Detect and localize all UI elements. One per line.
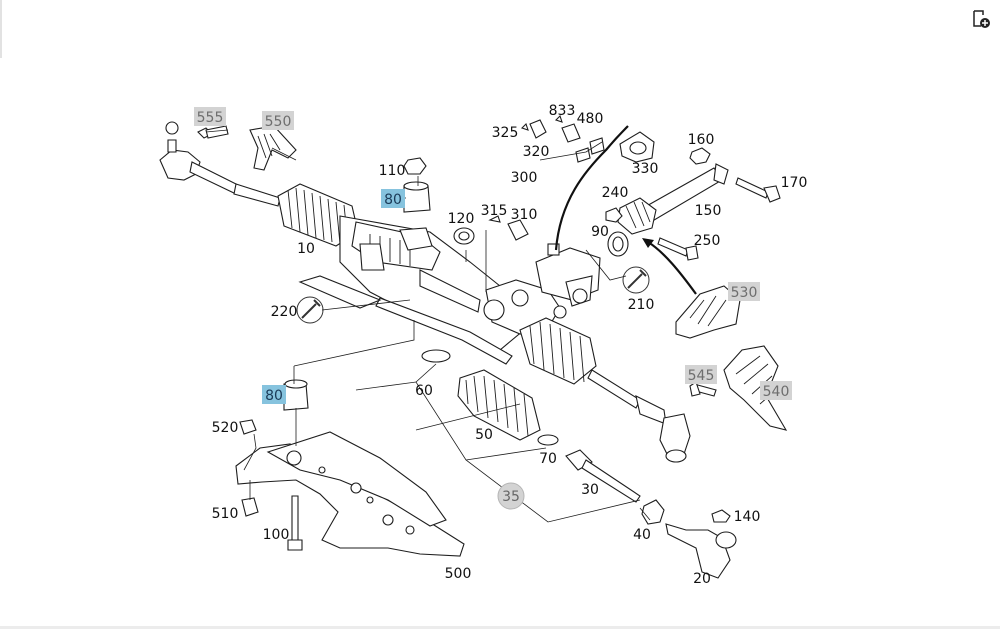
callout-555[interactable]: 555: [194, 107, 226, 126]
callout-545[interactable]: 545: [685, 365, 717, 384]
label-325[interactable]: 325: [492, 125, 519, 141]
bolt-555-drawing: [197, 125, 229, 139]
add-to-cart-icon: [973, 10, 990, 28]
svg-text:550: 550: [265, 114, 292, 130]
label-20[interactable]: 20: [693, 571, 711, 587]
label-480[interactable]: 480: [577, 111, 604, 127]
svg-text:80: 80: [384, 192, 402, 208]
covers-drawing: [675, 285, 788, 431]
label-300[interactable]: 300: [511, 170, 538, 186]
label-100[interactable]: 100: [263, 527, 290, 543]
svg-text:555: 555: [197, 110, 224, 126]
pipe-fittings-drawing: [488, 114, 605, 256]
svg-text:80: 80: [265, 388, 283, 404]
label-50[interactable]: 50: [475, 427, 493, 443]
label-90[interactable]: 90: [591, 224, 609, 240]
bracket-550-drawing: [249, 125, 297, 171]
label-120[interactable]: 120: [448, 211, 475, 227]
add-to-cart-button[interactable]: [970, 8, 992, 30]
svg-text:540: 540: [763, 384, 790, 400]
part-labels[interactable]: 833 480 325 320 330 160 300 240 170 150 …: [212, 103, 808, 587]
label-150[interactable]: 150: [695, 203, 722, 219]
label-40[interactable]: 40: [633, 527, 651, 543]
label-140[interactable]: 140: [734, 509, 761, 525]
subframe-drawing: [235, 379, 465, 557]
wrench-icon: [622, 266, 650, 294]
callout-530[interactable]: 530: [728, 282, 760, 301]
leader-lines: [205, 129, 651, 523]
label-160[interactable]: 160: [688, 132, 715, 148]
label-520[interactable]: 520: [212, 420, 239, 436]
label-500[interactable]: 500: [445, 566, 472, 582]
svg-text:35: 35: [502, 489, 520, 505]
wrench-icon: [296, 296, 324, 324]
bottom-divider: [0, 626, 1000, 629]
label-210[interactable]: 210: [628, 297, 655, 313]
label-250[interactable]: 250: [694, 233, 721, 249]
callout-35[interactable]: 35: [497, 482, 525, 510]
label-315[interactable]: 315: [481, 203, 508, 219]
callout-80-lower[interactable]: 80: [262, 385, 286, 404]
callout-80-upper[interactable]: 80: [381, 189, 405, 208]
steering-rack-drawing: [159, 121, 691, 463]
assembly-arrow-line: [647, 241, 697, 295]
label-833[interactable]: 833: [549, 103, 576, 119]
svg-text:530: 530: [731, 285, 758, 301]
label-70[interactable]: 70: [539, 451, 557, 467]
boot-kit-drawing: [421, 349, 737, 579]
label-220[interactable]: 220: [271, 304, 298, 320]
label-10[interactable]: 10: [297, 241, 315, 257]
callout-550[interactable]: 550: [262, 111, 294, 130]
svg-text:545: 545: [688, 368, 715, 384]
label-330[interactable]: 330: [632, 161, 659, 177]
label-170[interactable]: 170: [781, 175, 808, 191]
hose-300-line: [554, 125, 629, 251]
label-510[interactable]: 510: [212, 506, 239, 522]
label-320[interactable]: 320: [523, 144, 550, 160]
label-110[interactable]: 110: [379, 163, 406, 179]
label-30[interactable]: 30: [581, 482, 599, 498]
clamp-330-drawing: [619, 131, 655, 163]
label-60[interactable]: 60: [415, 383, 433, 399]
panel-edge: [0, 0, 2, 58]
label-310[interactable]: 310: [511, 207, 538, 223]
arrow-head: [642, 238, 654, 248]
callout-540[interactable]: 540: [760, 381, 792, 400]
mount-parts-drawing: [403, 157, 475, 245]
steering-shaft-drawing: [605, 147, 781, 261]
label-240[interactable]: 240: [602, 185, 629, 201]
